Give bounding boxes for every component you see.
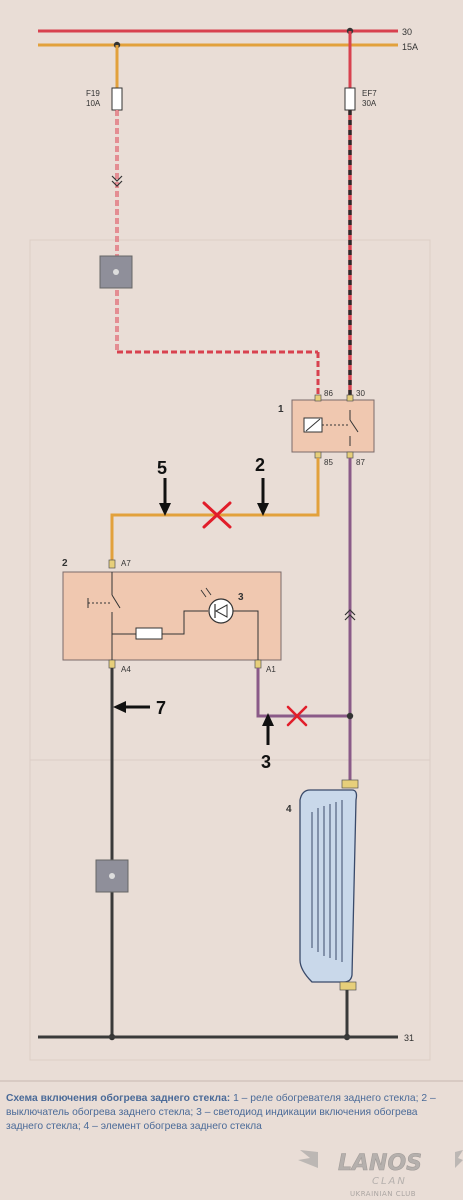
switch-number: 2	[62, 558, 68, 569]
connector-pin-icon	[109, 873, 115, 879]
rail-15a-label: 15A	[402, 42, 418, 52]
relay-terminal	[346, 451, 354, 459]
relay-contact-icon	[349, 419, 359, 433]
switch-pin-a7: A7	[121, 559, 131, 568]
fuse-f19-name: F19	[86, 89, 100, 98]
annotation-2: 2	[255, 455, 265, 475]
rail-31-label: 31	[404, 1033, 414, 1043]
fuse-ef7-rating: 30A	[362, 99, 377, 108]
switch-internal-wire	[162, 610, 208, 635]
relay-terminal	[346, 394, 354, 402]
heater-number: 4	[286, 804, 292, 815]
switch-terminal	[108, 559, 116, 569]
logo-tagline: UKRAINIAN CLUB	[350, 1190, 416, 1198]
break-mark-icon	[286, 705, 308, 727]
led-ray-icon	[200, 589, 207, 598]
switch-2: 2 A7 A4 A1 3	[62, 558, 282, 674]
switch-pin-a1: A1	[266, 665, 276, 674]
relay-number: 1	[278, 404, 284, 415]
lanos-clan-logo: LANOS CLAN UKRAINIAN CLUB	[298, 1150, 463, 1198]
break-mark-icon	[202, 501, 232, 529]
switch-body	[62, 571, 282, 661]
arrow-5-icon	[159, 478, 171, 516]
logo-main: LANOS	[338, 1151, 422, 1176]
connector-chevron-icon	[111, 175, 123, 182]
switch-contact-icon	[111, 594, 121, 609]
connector-chevron-icon	[111, 180, 123, 187]
switch-terminal	[108, 659, 116, 669]
connector-pin-icon	[113, 269, 119, 275]
relay-coil-diagonal	[305, 418, 321, 432]
heater-terminal	[339, 981, 357, 991]
arrow-3-icon	[262, 713, 274, 745]
junction-dot	[346, 712, 354, 720]
caption-text: 1 – реле обогревателя заднего стекла; 2 …	[6, 1093, 436, 1132]
relay-terminal	[314, 394, 322, 402]
led-ray-icon	[205, 587, 212, 596]
relay-pin-30: 30	[356, 389, 365, 398]
annotation-5: 5	[157, 458, 167, 478]
diagram-caption: Схема включения обогрева заднего стекла:…	[6, 1092, 456, 1134]
fuse-f19-symbol	[111, 87, 123, 111]
relay-pin-85: 85	[324, 458, 333, 467]
relay-terminal	[314, 451, 322, 459]
connector-chevron-icon	[344, 609, 356, 616]
wire-85-to-a7	[110, 458, 320, 560]
wire-a1-to-87	[256, 668, 350, 718]
fuse-f19-rating: 10A	[86, 99, 101, 108]
relay-pin-87: 87	[356, 458, 365, 467]
connector-block-icon	[99, 255, 133, 289]
caption-title: Схема включения обогрева заднего стекла:	[6, 1093, 231, 1104]
heater-glass-icon	[299, 789, 358, 983]
fuse-ef7-symbol	[344, 87, 356, 111]
arrow-2-icon	[257, 478, 269, 516]
led-triangle-icon	[214, 604, 228, 618]
rail-30-label: 30	[402, 27, 412, 37]
arrow-7-icon	[113, 701, 150, 713]
relay-1: 1 86 30 85 87	[278, 389, 375, 467]
connector-chevron-icon	[344, 614, 356, 621]
annotation-3: 3	[261, 752, 271, 772]
logo-wing-right	[455, 1150, 463, 1168]
resistor-icon	[135, 627, 163, 640]
logo-wing-left	[298, 1150, 318, 1168]
annotation-7: 7	[156, 698, 166, 718]
heater-grid-icon	[311, 800, 343, 962]
switch-terminal	[254, 659, 262, 669]
heater-element-4: 4	[286, 779, 359, 991]
switch-pin-a4: A4	[121, 665, 131, 674]
switch-internal-wire	[233, 610, 259, 660]
heater-terminal	[341, 779, 359, 789]
fuse-ef7-name: EF7	[362, 89, 377, 98]
logo-sub: CLAN	[372, 1176, 407, 1187]
led-number: 3	[238, 592, 244, 603]
relay-pin-86: 86	[324, 389, 333, 398]
led-icon	[208, 598, 234, 624]
background-ghost-frame	[29, 239, 431, 1061]
